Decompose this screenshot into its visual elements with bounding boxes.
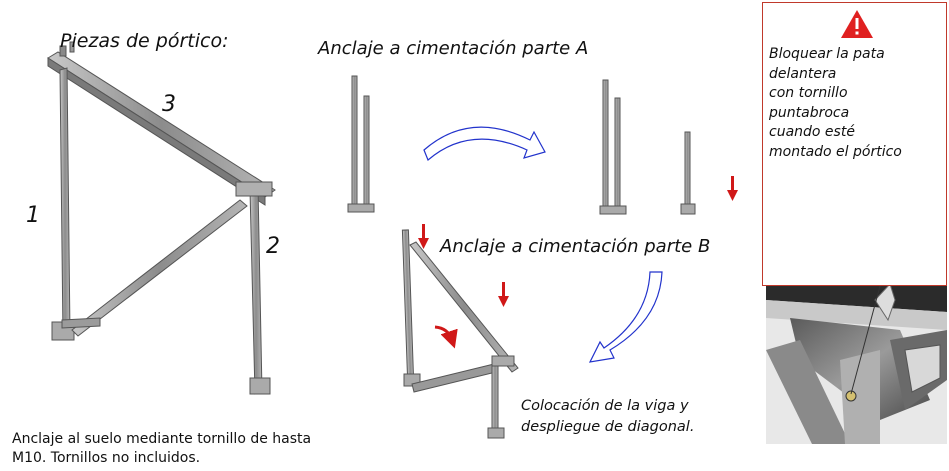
part-label-3: 3 [162, 92, 176, 117]
warning-triangle-icon [841, 10, 873, 38]
closeup-photo [766, 283, 947, 444]
warning-callout: Bloquear la pata delantera con tornillo … [762, 2, 947, 286]
beam-caption-line1: Colocación de la viga y [521, 398, 689, 414]
warning-line4: puntabroca [769, 104, 850, 121]
footer-line2: M10. Tornillos no incluidos. [12, 450, 201, 466]
warning-line3: con tornillo [769, 85, 848, 101]
pieces-title: Piezas de pórtico: [60, 30, 229, 52]
beam-caption: Colocación de la viga y despliegue de di… [521, 396, 761, 438]
warning-line2: delantera [769, 65, 837, 82]
beam-caption-line2: despliegue de diagonal. [521, 419, 695, 435]
part-label-2: 2 [266, 234, 280, 259]
frame-pieces-drawing [47, 41, 276, 395]
warning-line1: Bloquear la pata [769, 46, 885, 62]
front-leg-part-2 [249, 187, 263, 395]
anchor-a-pieces [347, 75, 696, 215]
callout-line [850, 285, 881, 395]
anchor-b-assembly [401, 229, 519, 439]
anchor-b-title: Anclaje a cimentación parte B [440, 236, 711, 257]
flow-arrow-b [588, 271, 663, 363]
warning-line6: montado el pórtico [769, 143, 902, 160]
flow-arrow-a [423, 126, 546, 162]
diagonal-strut [71, 199, 248, 337]
warning-line5: cuando esté [769, 124, 855, 140]
footer-note: Anclaje al suelo mediante tornillo de ha… [12, 430, 396, 468]
footer-line1: Anclaje al suelo mediante tornillo de ha… [12, 431, 312, 447]
rotation-arrow [434, 325, 458, 349]
warning-text: Bloquear la pata delantera con tornillo … [769, 45, 949, 162]
beam-part-3 [47, 51, 276, 198]
rear-leg-part-1 [59, 67, 71, 338]
anchor-a-title: Anclaje a cimentación parte A [318, 38, 589, 59]
part-label-1: 1 [26, 203, 40, 228]
red-down-arrows [418, 176, 738, 307]
self-drilling-screw [845, 390, 857, 402]
